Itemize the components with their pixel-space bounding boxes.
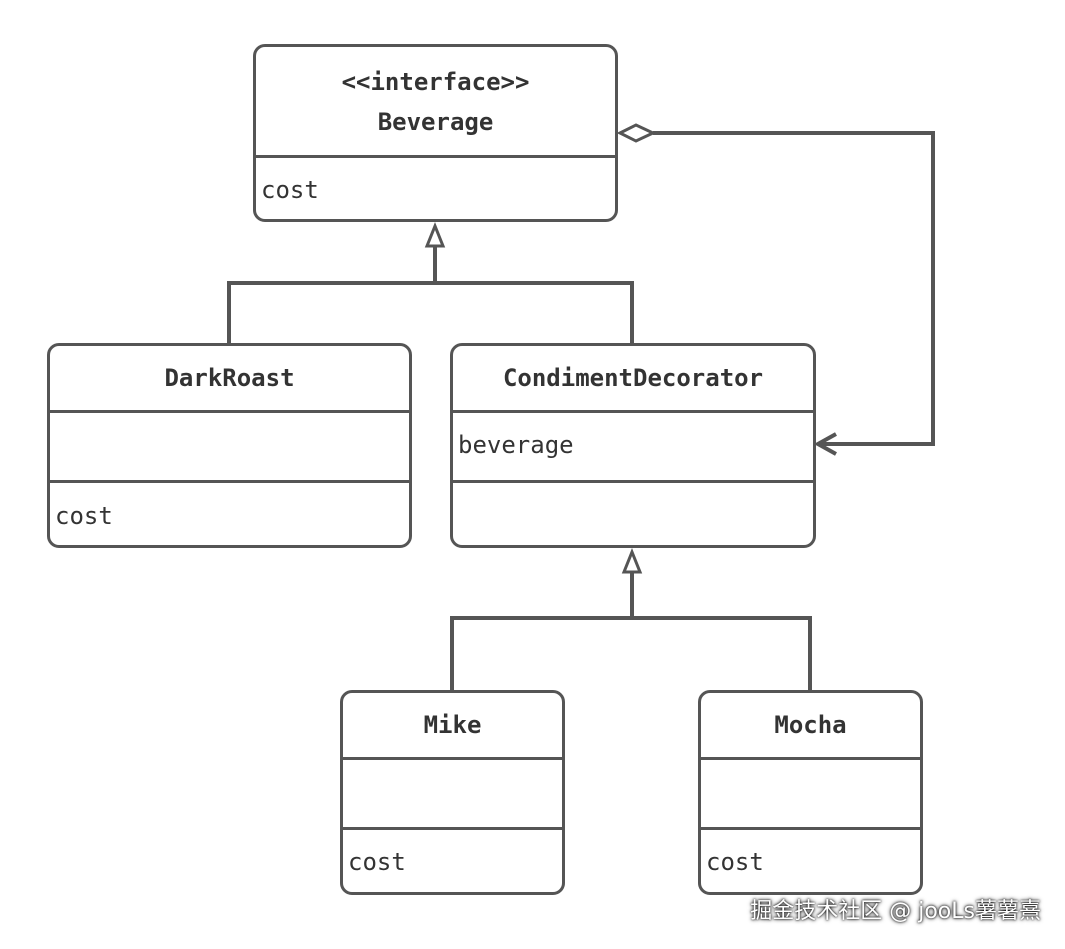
inheritance-arrowhead-beverage [424, 221, 446, 248]
mike-divider-methods [343, 827, 562, 830]
beverage-class-name: Beverage [377, 107, 494, 136]
dark-roast-class-name: DarkRoast [164, 364, 295, 392]
dark-roast-name-compartment: DarkRoast [50, 346, 409, 410]
mocha-method-cost: cost [706, 848, 764, 876]
mocha-divider-attributes [701, 757, 920, 760]
mocha-class-box: Mocha cost [698, 690, 923, 895]
beverage-stereotype: <<interface>> [341, 67, 530, 96]
aggregation-arrowhead [813, 432, 837, 456]
inheritance-connector-beverage [227, 246, 634, 343]
dark-roast-method-cost: cost [55, 502, 113, 530]
beverage-divider [256, 155, 615, 158]
condiment-decorator-class-box: CondimentDecorator beverage [450, 343, 816, 548]
dark-roast-class-box: DarkRoast cost [47, 343, 412, 548]
mocha-class-name: Mocha [774, 711, 847, 739]
mocha-divider-methods [701, 827, 920, 830]
condiment-decorator-name-compartment: CondimentDecorator [453, 346, 813, 410]
condiment-decorator-class-name: CondimentDecorator [502, 364, 764, 392]
mike-divider-attributes [343, 757, 562, 760]
aggregation-diamond [616, 123, 657, 143]
condiment-decorator-divider-attributes [453, 410, 813, 413]
mike-class-box: Mike cost [340, 690, 565, 895]
mocha-name-compartment: Mocha [701, 693, 920, 757]
beverage-method-cost: cost [261, 176, 319, 204]
condiment-decorator-attribute-beverage: beverage [458, 431, 574, 459]
dark-roast-divider-attributes [50, 410, 409, 413]
aggregation-connector [653, 131, 935, 446]
beverage-class-box: <<interface>> Beverage cost [253, 44, 618, 222]
inheritance-connector-condiment-decorator [450, 572, 812, 690]
mike-name-compartment: Mike [343, 693, 562, 757]
dark-roast-divider-methods [50, 480, 409, 483]
watermark-text: 掘金技术社区 @ jooLs薯薯熹 [750, 899, 1041, 924]
condiment-decorator-divider-methods [453, 480, 813, 483]
mike-method-cost: cost [348, 848, 406, 876]
inheritance-arrowhead-condiment-decorator [621, 547, 643, 574]
mike-class-name: Mike [423, 711, 482, 739]
beverage-name-compartment: <<interface>> Beverage [256, 47, 615, 156]
